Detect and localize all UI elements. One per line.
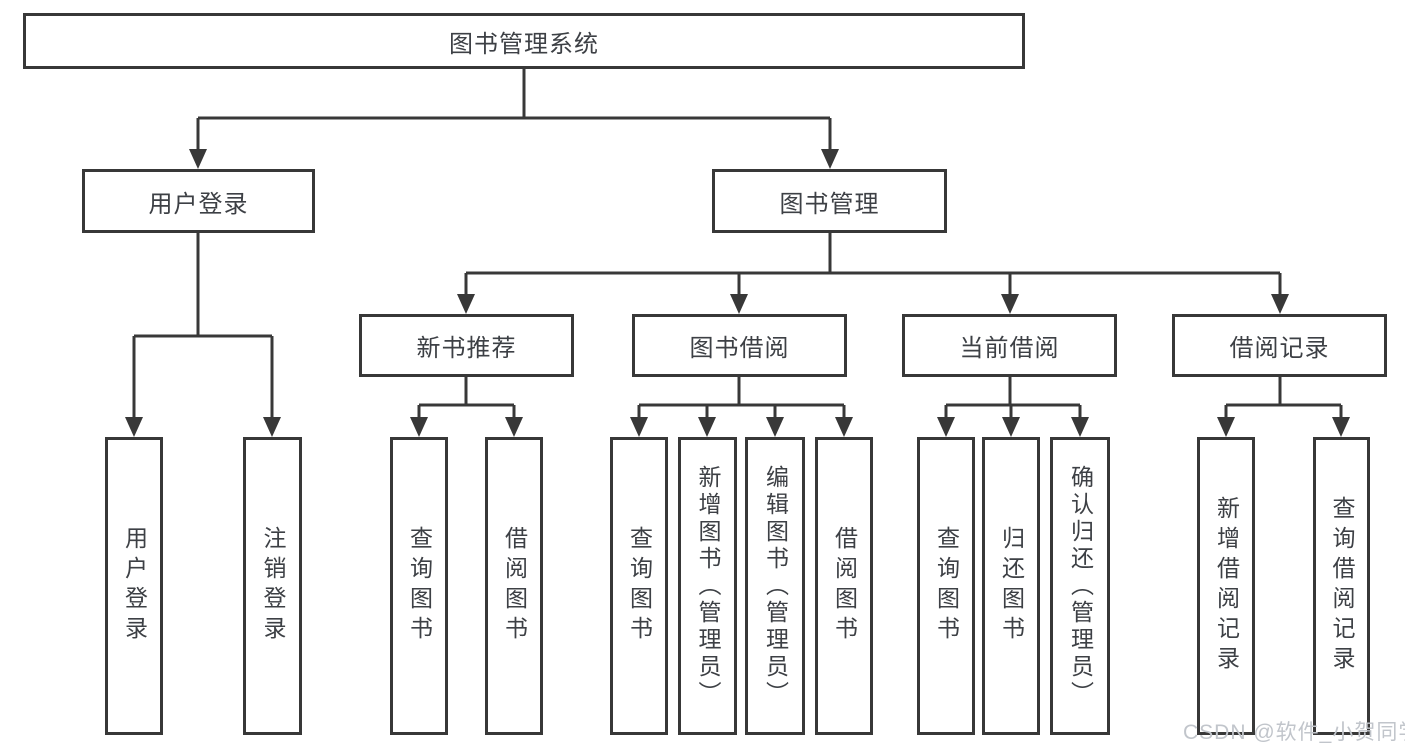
node-book-borrow-label: 图书借阅 (689, 335, 790, 362)
node-borrow-record: 借阅记录 (1172, 314, 1387, 377)
arrowheads-borrow-record-children (1217, 417, 1350, 437)
node-current-borrow: 当前借阅 (902, 314, 1117, 377)
node-book-management: 图书管理 (712, 169, 947, 233)
leaf-query-borrow-record: 查询借阅记录 (1313, 437, 1370, 735)
arrowheads-current-borrow-children (937, 417, 1089, 437)
arrowheads-book-management-to-level3 (457, 294, 1289, 314)
leaf-user-login-label: 用户登录 (121, 526, 148, 646)
leaf-query-book-current: 查询图书 (917, 437, 975, 735)
leaf-logout-label: 注销登录 (260, 526, 286, 646)
node-current-borrow-label: 当前借阅 (959, 335, 1060, 362)
leaf-query-book-borrow-label: 查询图书 (626, 526, 653, 646)
arrowheads-book-borrow-children (630, 417, 853, 437)
leaf-edit-book-admin-label: 编辑图书（管理员） (762, 464, 789, 708)
leaf-borrow-book-recommend: 借阅图书 (485, 437, 543, 735)
leaf-borrow-book: 借阅图书 (815, 437, 873, 735)
connector-new-book-recommend-children (417, 377, 516, 420)
node-book-borrow: 图书借阅 (632, 314, 847, 377)
csdn-watermark: CSDN @软件_小贺同学 (1183, 721, 1405, 744)
leaf-confirm-return-admin: 确认归还（管理员） (1050, 437, 1110, 735)
leaf-query-book-current-label: 查询图书 (933, 526, 960, 646)
leaf-query-book-recommend-label: 查询图书 (406, 526, 433, 646)
node-user-login-label: 用户登录 (148, 190, 249, 218)
node-book-management-label: 图书管理 (779, 190, 880, 218)
leaf-logout: 注销登录 (243, 437, 302, 735)
leaf-add-borrow-record: 新增借阅记录 (1197, 437, 1255, 735)
leaf-return-book: 归还图书 (982, 437, 1040, 735)
node-user-login: 用户登录 (82, 169, 315, 233)
leaf-query-book-recommend: 查询图书 (390, 437, 448, 735)
leaf-query-borrow-record-label: 查询借阅记录 (1329, 496, 1355, 676)
node-root-library-system: 图书管理系统 (23, 13, 1025, 69)
connector-book-borrow-children (637, 377, 846, 420)
connector-current-borrow-children (944, 377, 1082, 420)
leaf-user-login: 用户登录 (105, 437, 163, 735)
node-borrow-record-label: 借阅记录 (1229, 335, 1330, 362)
node-new-book-recommend: 新书推荐 (359, 314, 574, 377)
leaf-borrow-book-label: 借阅图书 (831, 526, 858, 646)
node-root-label: 图书管理系统 (449, 30, 599, 58)
leaf-add-borrow-record-label: 新增借阅记录 (1213, 496, 1240, 676)
leaf-borrow-book-recommend-label: 借阅图书 (501, 526, 528, 646)
leaf-query-book-borrow: 查询图书 (610, 437, 668, 735)
connector-root-to-level2 (196, 69, 832, 152)
leaf-return-book-label: 归还图书 (998, 526, 1025, 646)
arrowheads-user-login-children (125, 417, 281, 437)
arrowheads-new-book-recommend-children (410, 417, 523, 437)
connector-book-management-to-level3 (464, 233, 1282, 297)
connector-user-login-children (132, 233, 274, 420)
leaf-edit-book-admin: 编辑图书（管理员） (745, 437, 805, 735)
connector-borrow-record-children (1224, 377, 1343, 420)
leaf-add-book-admin: 新增图书（管理员） (678, 437, 737, 735)
leaf-confirm-return-admin-label: 确认归还（管理员） (1067, 464, 1094, 708)
node-new-book-recommend-label: 新书推荐 (416, 335, 517, 362)
leaf-add-book-admin-label: 新增图书（管理员） (695, 464, 721, 708)
arrowheads-root-to-level2 (189, 149, 839, 169)
